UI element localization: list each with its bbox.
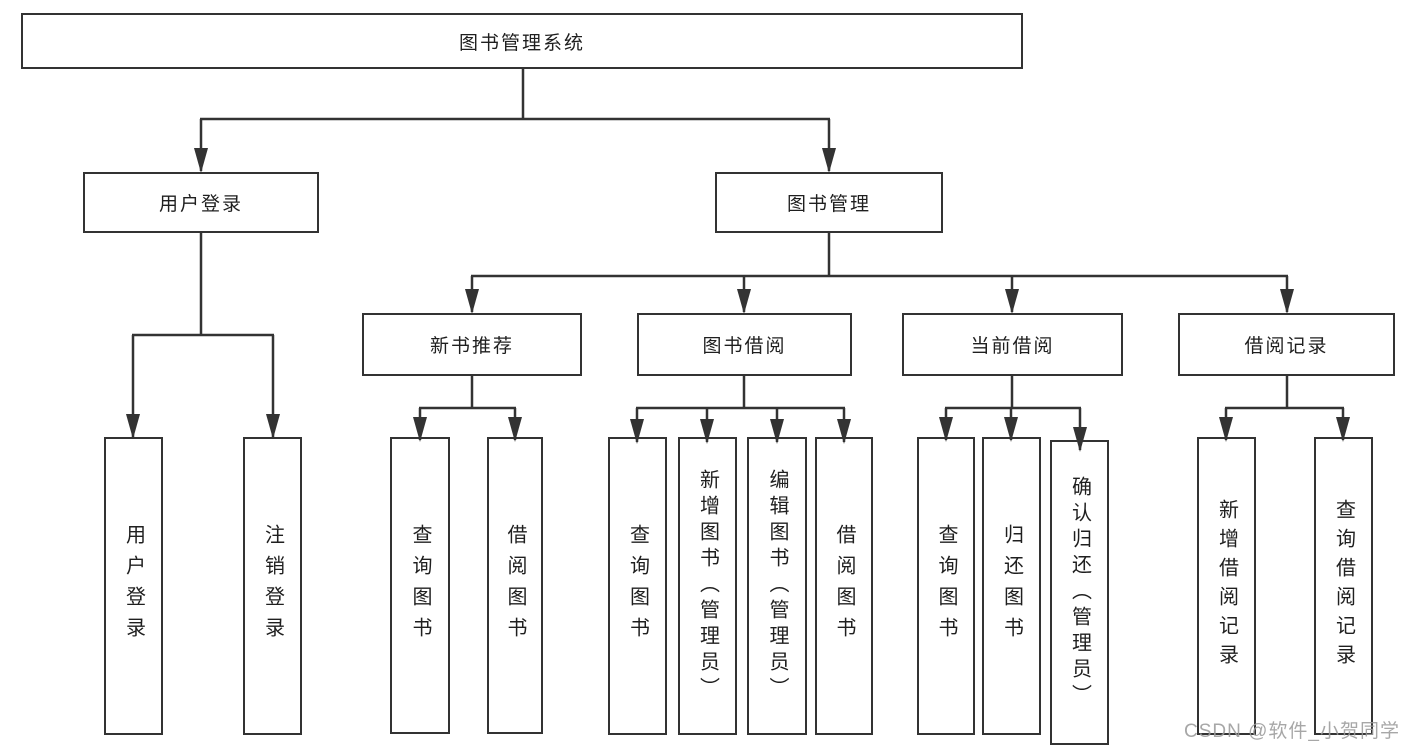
leaf-logout: 注销登录 [243,437,302,735]
node-new-book-recommend: 新书推荐 [362,313,582,376]
leaf-recommend-borrow-books-label: 借阅图书 [504,523,526,648]
leaf-borrowing-add-books-admin: 新增图书（管理员） [678,437,737,735]
leaf-user-login-label: 用户登录 [122,524,145,648]
leaf-recommend-query-books: 查询图书 [390,437,450,734]
leaf-user-login: 用户登录 [104,437,163,735]
leaf-records-query-record-label: 查询借阅记录 [1332,499,1355,673]
node-root: 图书管理系统 [21,13,1023,69]
leaf-records-add-record-label: 新增借阅记录 [1215,499,1238,673]
node-book-management: 图书管理 [715,172,943,233]
node-book-borrowing: 图书借阅 [637,313,852,376]
leaf-current-query-books-label: 查询图书 [935,524,957,648]
leaf-current-confirm-return-admin-label: 确认归还（管理员） [1068,475,1091,710]
leaf-records-add-record: 新增借阅记录 [1197,437,1256,735]
node-current-borrowing: 当前借阅 [902,313,1123,376]
leaf-current-return-books-label: 归还图书 [1000,524,1023,648]
leaf-borrowing-borrow-books-label: 借阅图书 [833,524,855,648]
leaf-borrowing-query-books: 查询图书 [608,437,667,735]
node-user-login: 用户登录 [83,172,319,233]
leaf-borrowing-edit-books-admin: 编辑图书（管理员） [747,437,807,735]
leaf-current-return-books: 归还图书 [982,437,1041,735]
leaf-recommend-query-books-label: 查询图书 [409,523,431,648]
leaf-recommend-borrow-books: 借阅图书 [487,437,543,734]
leaf-borrowing-edit-books-admin-label: 编辑图书（管理员） [766,469,788,703]
watermark-text: CSDN @软件_小贺同学 [1184,721,1400,742]
node-borrow-records: 借阅记录 [1178,313,1395,376]
leaf-borrowing-borrow-books: 借阅图书 [815,437,873,735]
leaf-current-query-books: 查询图书 [917,437,975,735]
leaf-records-query-record: 查询借阅记录 [1314,437,1373,735]
leaf-logout-label: 注销登录 [261,524,284,648]
leaf-borrowing-query-books-label: 查询图书 [626,524,649,648]
leaf-borrowing-add-books-admin-label: 新增图书（管理员） [696,469,719,703]
leaf-current-confirm-return-admin: 确认归还（管理员） [1050,440,1109,745]
